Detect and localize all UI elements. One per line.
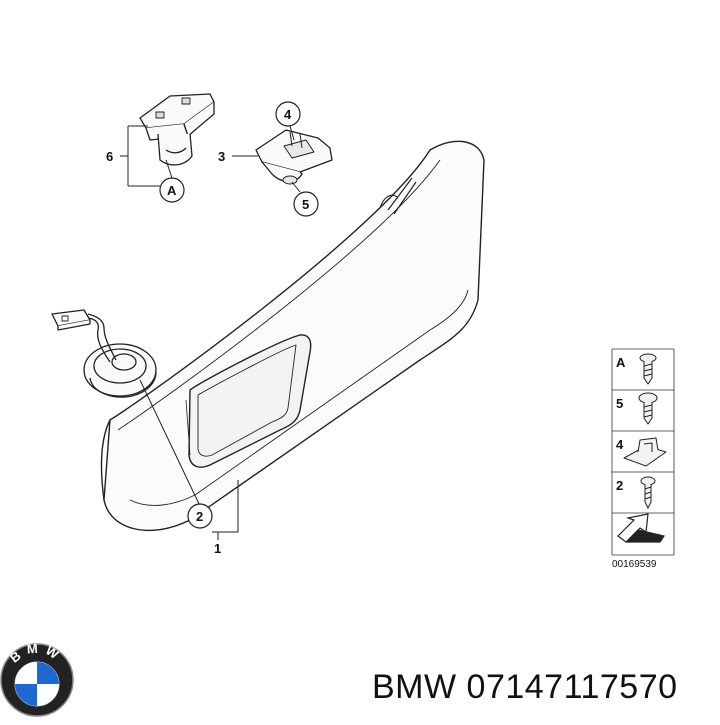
legend-item-4: 4 [616,437,667,467]
legend-item-5: 5 [616,392,658,425]
screw-icon [640,476,656,510]
callout-label: A [167,183,177,198]
drawing-reference-number: 00169539 [612,559,657,570]
callout-1: 1 [214,541,221,556]
callout-label: 3 [218,149,225,164]
visor-pivot-mount [51,309,157,398]
callout-4: 4 [275,101,301,127]
callout-2: 2 [187,503,213,529]
callout-5: 5 [293,191,319,217]
legend-label: 4 [616,437,624,452]
legend-label: 5 [616,396,623,411]
callout-label: 4 [284,107,292,122]
leader-lines [120,125,301,540]
legend-label: 2 [616,478,623,493]
fastener-legend: A 5 4 2 [611,348,675,570]
callout-3: 3 [218,149,225,164]
part-3-clip [255,129,333,185]
clip-icon [623,437,667,467]
legend-label: A [616,355,626,370]
callout-6: 6 [106,149,113,164]
legend-item-2: 2 [616,476,656,510]
direction-arrow-icon [617,513,665,543]
callout-label: 2 [196,509,203,524]
screw-icon [639,353,657,385]
callout-A: A [159,177,185,203]
screw-icon [638,392,658,425]
legend-item-A: A [616,353,657,385]
callout-label: 6 [106,149,113,164]
part-6-holder [139,93,215,166]
callout-label: 5 [302,197,309,212]
bmw-logo: BMW [0,641,74,717]
callout-label: 1 [214,541,221,556]
sun-visor [100,140,485,532]
part-number-caption: BMW 07147117570 [372,668,678,706]
